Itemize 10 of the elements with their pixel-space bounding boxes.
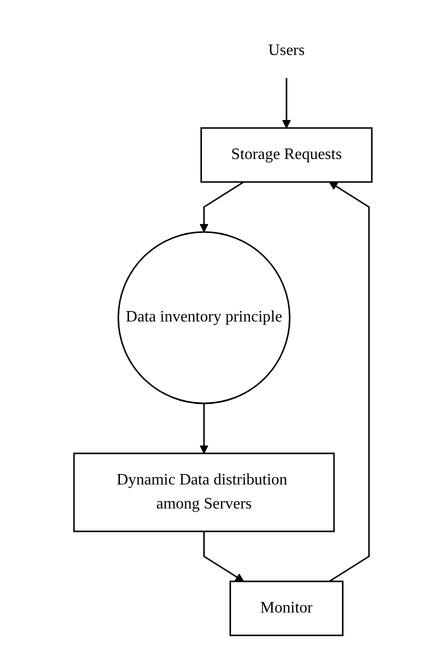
arrow	[329, 182, 370, 582]
node-circle: Data inventory principle	[118, 232, 291, 404]
node-box: Dynamic Data distribution among Servers	[73, 452, 335, 532]
node-text: Users	[268, 42, 305, 60]
arrow	[203, 532, 244, 582]
node-box: Storage Requests	[200, 128, 373, 184]
arrow	[200, 182, 244, 233]
node-box: Monitor	[230, 580, 344, 636]
arrow	[282, 78, 291, 129]
arrow	[200, 404, 208, 454]
